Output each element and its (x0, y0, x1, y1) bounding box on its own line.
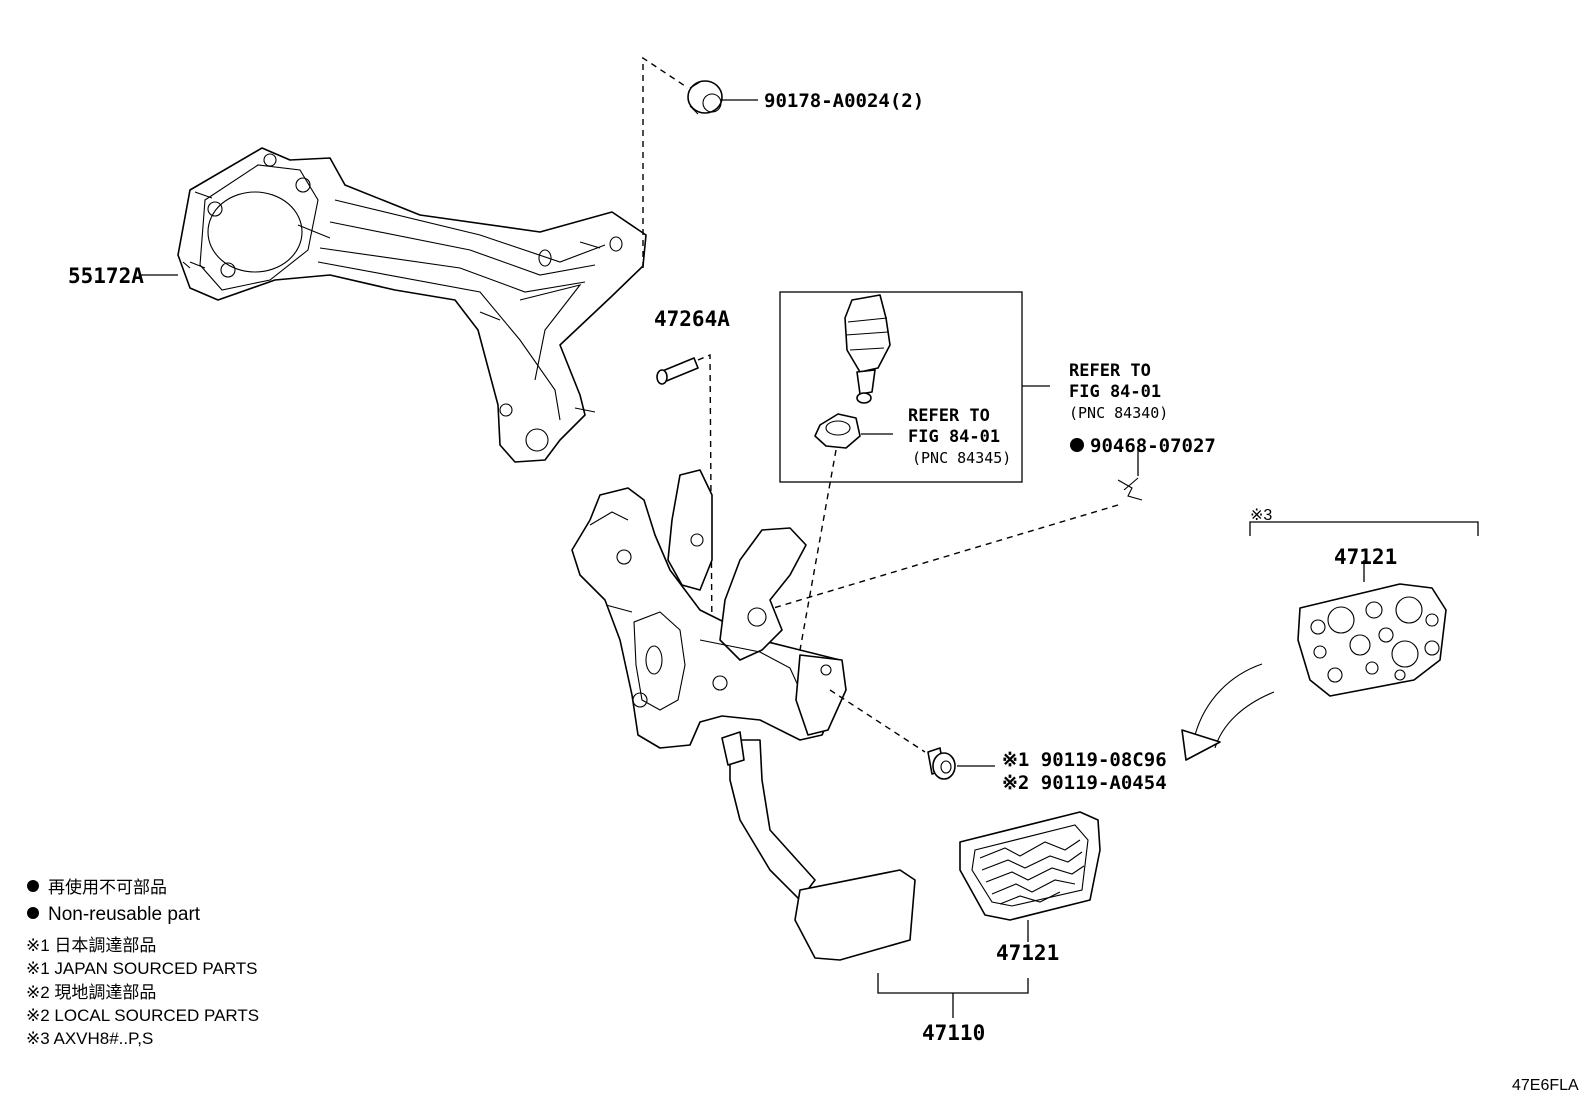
figure-code: 47E6FLA (1512, 1077, 1579, 1094)
label-bolt-1: ※1 90119-08C96 (1002, 749, 1167, 771)
brake-pedal-arm (721, 731, 916, 961)
legend-line-5: ※2 現地調達部品 (26, 983, 156, 1002)
legend-line-6: ※2 LOCAL SOURCED PARTS (26, 1006, 259, 1025)
legend-bullet-icon (27, 907, 39, 919)
label-pedal-assembly: 47110 (922, 1021, 985, 1045)
standard-pedal-pad-47121 (959, 811, 1101, 921)
label-spring-pin: 90468-07027 (1090, 435, 1216, 457)
refer-switch-pnc: (PNC 84340) (1069, 404, 1168, 422)
pedal-bracket-assembly (571, 469, 847, 749)
refer-clip-line2: FIG 84-01 (908, 427, 1000, 447)
label-sport-pad-note: ※3 (1250, 507, 1272, 524)
spring-pin-90468 (1117, 477, 1143, 501)
legend-line-3: ※1 日本調達部品 (26, 936, 156, 955)
refer-clip-line1: REFER TO (908, 406, 990, 426)
label-sport-pad: 47121 (1334, 545, 1397, 569)
switch-reference-box (779, 291, 1023, 483)
legend-bullet-icon (27, 880, 39, 892)
label-bolt-2: ※2 90119-A0454 (1002, 772, 1167, 794)
legend-line-7: ※3 AXVH8#..P,S (26, 1029, 153, 1048)
label-bracket-55172a: 55172A (68, 264, 144, 288)
sport-pedal-pad-47121 (1297, 583, 1447, 697)
assembly-bracket-47110 (877, 973, 1029, 1018)
stop-lamp-switch (844, 294, 891, 404)
nut-90178 (687, 80, 723, 115)
refer-switch-line2: FIG 84-01 (1069, 382, 1161, 402)
non-reusable-mark-icon (1070, 438, 1084, 452)
bolt-90119 (927, 747, 956, 780)
label-nut: 90178-A0024(2) (764, 90, 924, 112)
pin-47264a (656, 357, 699, 385)
refer-switch-line1: REFER TO (1069, 361, 1151, 381)
sport-pad-bracket (1249, 521, 1479, 536)
legend-line-2: Non-reusable part (48, 904, 201, 925)
label-standard-pad: 47121 (996, 941, 1059, 965)
label-pin-47264a: 47264A (654, 307, 730, 331)
switch-clip (814, 413, 861, 449)
replace-arrow-icon (1181, 663, 1275, 761)
legend: 再使用不可部品 Non-reusable part ※1 日本調達部品 ※1 J… (26, 877, 259, 1048)
legend-line-1: 再使用不可部品 (48, 877, 167, 897)
bracket-55172a (177, 147, 647, 463)
legend-line-4: ※1 JAPAN SOURCED PARTS (26, 959, 258, 978)
refer-clip-pnc: (PNC 84345) (912, 449, 1011, 467)
